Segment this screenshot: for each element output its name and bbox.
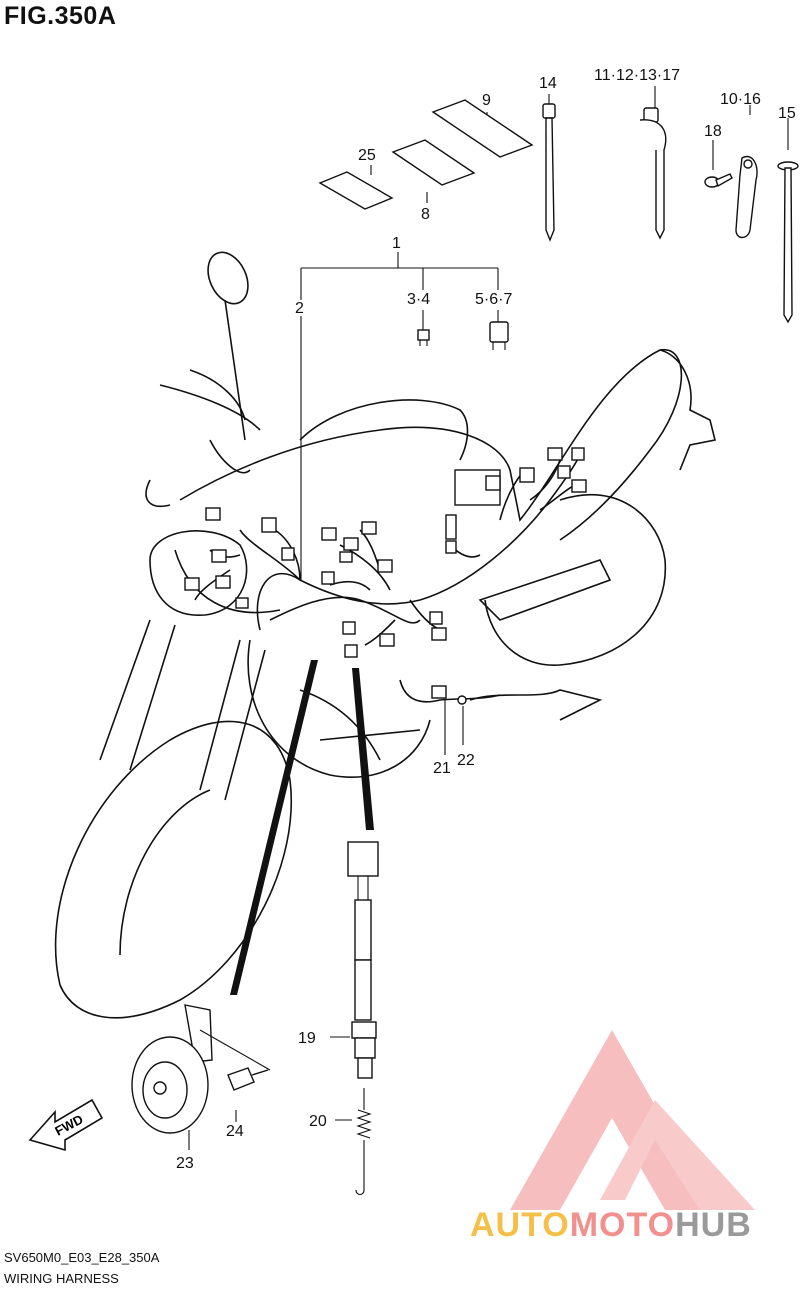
clamp-11-part <box>639 107 667 240</box>
callout-15: 15 <box>778 105 796 122</box>
callout-numbers: 1 2 3·4 5·6·7 8 9 25 14 11·12·13·17 10·1… <box>176 67 796 1172</box>
cushion-pads <box>318 99 534 210</box>
callout-22: 22 <box>457 752 475 769</box>
pad-9-part <box>431 99 534 158</box>
callout-19: 19 <box>298 1030 316 1047</box>
callout-1: 1 <box>392 235 401 252</box>
watermark-part-2: MOTO <box>569 1206 676 1244</box>
callout-20: 20 <box>309 1113 327 1130</box>
fwd-arrow-icon: FWD <box>28 1098 104 1152</box>
screw-18-part <box>704 173 733 188</box>
figure-title: FIG.350A <box>4 2 117 30</box>
callout-11-12-13-17: 11·12·13·17 <box>594 67 680 84</box>
spring-20-part <box>355 1088 372 1196</box>
callout-14: 14 <box>539 75 557 92</box>
relay-part <box>489 321 509 350</box>
bolt-24-part <box>227 1067 269 1091</box>
callout-21: 21 <box>433 760 451 777</box>
horn-23-part <box>131 1004 271 1134</box>
pointer-wedges <box>230 660 374 995</box>
pad-25-part <box>318 171 394 210</box>
cable-tie-14-part <box>542 103 556 242</box>
motorcycle-outline <box>54 251 716 1019</box>
callout-25: 25 <box>358 147 376 164</box>
pad-8-part <box>391 139 476 186</box>
watermark-logo-icon <box>510 1030 755 1210</box>
figure-code: SV650M0_E03_E28_350A <box>4 1250 160 1265</box>
watermark-part-1: AUTO <box>470 1206 570 1244</box>
callout-5-6-7: 5·6·7 <box>475 291 512 308</box>
main-wiring-harness <box>194 454 581 703</box>
callout-10-16: 10·16 <box>720 91 761 108</box>
callout-leaders <box>188 86 789 1150</box>
figure-name: WIRING HARNESS <box>4 1271 119 1286</box>
fuse-part <box>417 329 430 346</box>
callout-9: 9 <box>482 92 491 109</box>
harness-connectors <box>184 447 587 705</box>
callout-3-4: 3·4 <box>407 291 430 308</box>
callout-24: 24 <box>226 1123 244 1140</box>
switch-19-part <box>347 841 379 1079</box>
watermark-text: AUTOMOTOHUB <box>470 1206 752 1245</box>
cable-tie-15-part <box>777 161 799 324</box>
callout-8: 8 <box>421 206 430 223</box>
callout-2: 2 <box>295 300 304 317</box>
watermark-part-3: HUB <box>675 1206 752 1244</box>
callout-18: 18 <box>704 123 722 140</box>
clamp-10-part <box>735 155 758 239</box>
callout-23: 23 <box>176 1155 194 1172</box>
